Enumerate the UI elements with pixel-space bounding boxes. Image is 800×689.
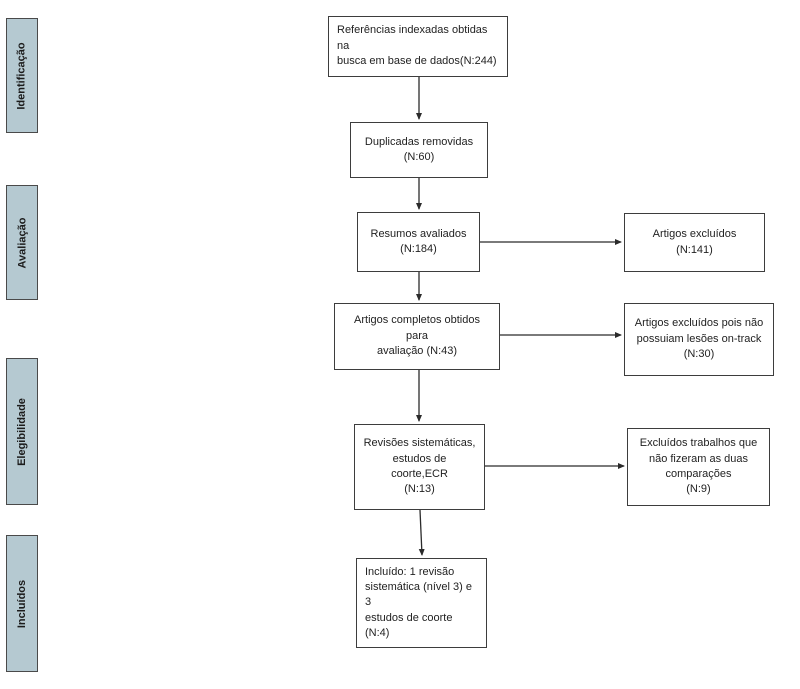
box-duplicadas: Duplicadas removidas (N:60) (350, 122, 488, 178)
stage-incluidos-label: Incluídos (16, 579, 28, 628)
box-artigos-completos: Artigos completos obtidos para avaliação… (334, 303, 500, 370)
box-resumos: Resumos avaliados (N:184) (357, 212, 480, 272)
box-excluidos-30: Artigos excluídos pois não possuiam lesõ… (624, 303, 774, 376)
box-excluidos-9: Excluídos trabalhos que não fizeram as d… (627, 428, 770, 506)
box-referencias: Referências indexadas obtidas na busca e… (328, 16, 508, 77)
box-duplicadas-text: Duplicadas removidas (N:60) (364, 135, 474, 163)
box-referencias-text: Referências indexadas obtidas na busca e… (337, 24, 497, 68)
stage-incluidos: Incluídos (6, 535, 38, 672)
box-artigos-completos-text: Artigos completos obtidos para avaliação… (354, 314, 480, 358)
box-incluido-text: Incluído: 1 revisão sistemática (nível 3… (365, 565, 472, 640)
stage-elegibilidade: Elegibilidade (6, 358, 38, 505)
box-excluidos-141-text: Artigos excluídos (N:141) (652, 228, 737, 256)
stage-avaliacao-label: Avaliação (16, 217, 28, 268)
box-excluidos-30-text: Artigos excluídos pois não possuiam lesõ… (634, 317, 764, 361)
stage-identificacao: Identificação (6, 18, 38, 133)
box-excluidos-141: Artigos excluídos (N:141) (624, 213, 765, 272)
box-incluido: Incluído: 1 revisão sistemática (nível 3… (356, 558, 487, 648)
box-resumos-text: Resumos avaliados (N:184) (370, 227, 467, 255)
stage-avaliacao: Avaliação (6, 185, 38, 300)
box-revisoes-text: Revisões sistemáticas, estudos de coorte… (363, 437, 476, 496)
box-revisoes: Revisões sistemáticas, estudos de coorte… (354, 424, 485, 510)
stage-identificacao-label: Identificação (16, 41, 28, 110)
box-excluidos-9-text: Excluídos trabalhos que não fizeram as d… (639, 437, 758, 496)
stage-elegibilidade-label: Elegibilidade (16, 397, 29, 466)
